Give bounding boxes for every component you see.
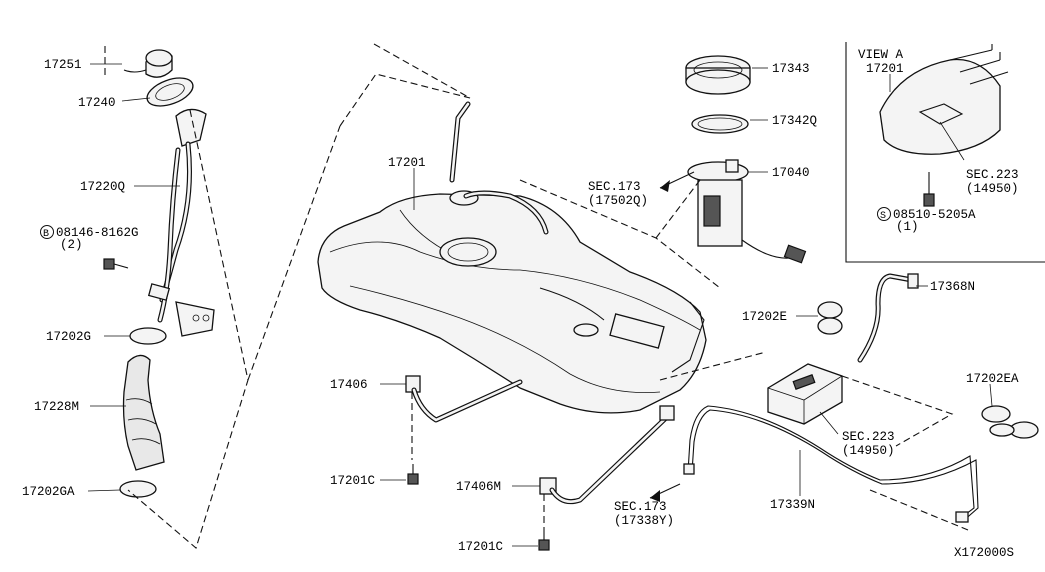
canister-sec223 bbox=[767, 363, 843, 425]
label-sec223-a: SEC.223 bbox=[842, 430, 895, 444]
view-a-inset bbox=[845, 42, 1045, 263]
label-17220q: 17220Q bbox=[80, 180, 125, 194]
fuel-tank-17201 bbox=[247, 43, 707, 414]
filler-assembly bbox=[103, 46, 249, 549]
label-sec223-b: SEC.223 bbox=[966, 168, 1019, 182]
label-17343: 17343 bbox=[772, 62, 810, 76]
label-17201c-a: 17201C bbox=[330, 474, 375, 488]
seal-ring-17342q bbox=[691, 114, 749, 134]
gasket-ring-17240 bbox=[146, 77, 194, 107]
clamp-17202g bbox=[129, 327, 167, 345]
filler-tube-17220q bbox=[147, 108, 215, 337]
clamp-17202ga bbox=[119, 480, 157, 498]
tank-strap-17406 bbox=[405, 375, 523, 485]
clip-17202e bbox=[817, 301, 843, 335]
label-17202e: 17202E bbox=[742, 310, 787, 324]
label-view-a: VIEW A bbox=[858, 48, 904, 62]
label-08146-8162g-qty: (2) bbox=[60, 238, 83, 252]
label-sec173-b-ref: (17338Y) bbox=[614, 514, 674, 528]
label-17406m: 17406M bbox=[456, 480, 501, 494]
lock-ring-17343 bbox=[685, 55, 751, 95]
label-17202ga: 17202GA bbox=[22, 485, 75, 499]
label-17406: 17406 bbox=[330, 378, 368, 392]
label-sec173-a: SEC.173 bbox=[588, 180, 641, 194]
label-sec173-a-ref: (17502Q) bbox=[588, 194, 648, 208]
fuel-pump-assembly bbox=[519, 55, 807, 289]
label-17251: 17251 bbox=[44, 58, 82, 72]
label-17040: 17040 bbox=[772, 166, 810, 180]
label-sec173-b: SEC.173 bbox=[614, 500, 667, 514]
hose-17228m bbox=[122, 354, 165, 471]
label-17202ea: 17202EA bbox=[966, 372, 1019, 386]
label-17368n: 17368N bbox=[930, 280, 975, 294]
label-view-a-17201: 17201 bbox=[866, 62, 904, 76]
label-08146-8162g: 08146-8162G bbox=[56, 226, 139, 240]
circled-s-letter: S bbox=[880, 211, 886, 222]
bolt-08146-8162g bbox=[103, 258, 129, 270]
label-17342q: 17342Q bbox=[772, 114, 817, 128]
drawing-code: X172000S bbox=[954, 546, 1014, 560]
label-17240: 17240 bbox=[78, 96, 116, 110]
label-17201c-b: 17201C bbox=[458, 540, 503, 554]
screw-s-symbol: S bbox=[877, 207, 891, 222]
label-sec223-a-ref: (14950) bbox=[842, 444, 895, 458]
pump-module-17040 bbox=[687, 159, 807, 264]
label-08510-5205a: 08510-5205A bbox=[893, 208, 976, 222]
bolt-b-symbol: B bbox=[40, 225, 54, 240]
circled-b-letter: B bbox=[43, 229, 49, 240]
filler-cap-17251 bbox=[123, 49, 173, 78]
label-17228m: 17228M bbox=[34, 400, 79, 414]
label-17202g: 17202G bbox=[46, 330, 91, 344]
vent-tube-17339n bbox=[683, 405, 979, 523]
clip-17202ea bbox=[981, 405, 1039, 439]
label-17339n: 17339N bbox=[770, 498, 815, 512]
evap-hose-17368n bbox=[857, 273, 919, 363]
label-17201-tank: 17201 bbox=[388, 156, 426, 170]
labels: 17251 17240 17220Q B 08146-8162G (2) 172… bbox=[22, 48, 1019, 560]
tank-strap-17406m bbox=[538, 405, 675, 551]
leader-lines bbox=[87, 63, 993, 547]
label-08510-5205a-qty: (1) bbox=[896, 220, 919, 234]
label-sec223-b-ref: (14950) bbox=[966, 182, 1019, 196]
